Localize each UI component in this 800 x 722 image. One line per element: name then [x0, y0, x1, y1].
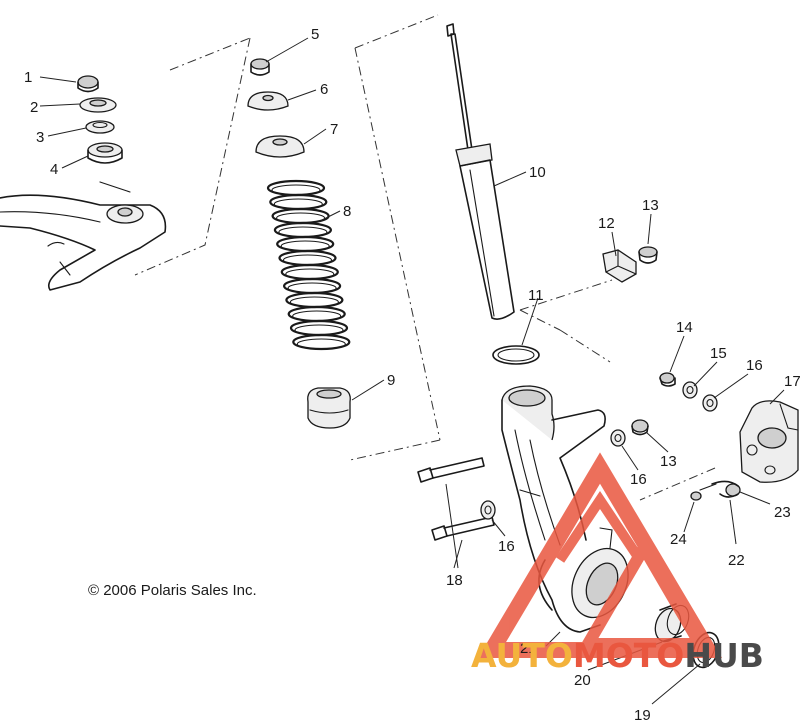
- part-17-brake-caliper: [739, 400, 799, 483]
- watermark-hub: HUB: [684, 636, 764, 675]
- callout-1: 1: [24, 69, 32, 86]
- callout-12: 12: [598, 215, 615, 232]
- spring-coil-inner: [283, 254, 332, 266]
- part-9-bump-stop: [307, 387, 351, 429]
- spring-coil-inner: [287, 282, 337, 294]
- part-16-washer-right: [702, 394, 718, 412]
- callout-9: 9: [387, 372, 395, 389]
- part-11-o-ring: [492, 345, 540, 365]
- callout-24: 24: [670, 531, 687, 548]
- part-13-nut-lower: [631, 419, 649, 436]
- part-12-clip: [602, 249, 637, 283]
- spring-coil-inner: [271, 184, 321, 196]
- callout-19: 19: [634, 707, 651, 722]
- callout-6: 6: [320, 81, 328, 98]
- callout-16-mid: 16: [630, 471, 647, 488]
- callout-7: 7: [330, 121, 338, 138]
- part-8-coil-spring: [266, 179, 351, 351]
- watermark-moto: MOTO: [572, 636, 685, 675]
- watermark-triangle-logo: [477, 452, 723, 658]
- part-5-nut: [250, 58, 270, 76]
- assembly-outlines: [134, 14, 716, 501]
- part-10-shock-absorber: [446, 23, 515, 320]
- part-18-bolts: [417, 457, 495, 541]
- callout-17: 17: [784, 373, 800, 390]
- callout-21: 21: [520, 640, 537, 657]
- callout-2: 2: [30, 99, 38, 116]
- part-2-washer: [79, 97, 117, 113]
- callout-15: 15: [710, 345, 727, 362]
- callout-11: 11: [528, 287, 544, 304]
- callout-14: 14: [676, 319, 693, 336]
- callout-10: 10: [529, 164, 546, 181]
- spring-coil-inner: [289, 296, 339, 308]
- part-22-bracket: [711, 480, 739, 498]
- spring-coil-inner: [296, 338, 346, 350]
- spring-coil-inner: [294, 324, 344, 336]
- spring-coil-inner: [292, 310, 342, 322]
- part-15-washer: [682, 381, 698, 399]
- spring-coil-inner: [280, 240, 330, 252]
- part-13-nut-upper: [638, 246, 658, 264]
- part-1-nut: [77, 75, 99, 93]
- spring-coil-inner: [278, 226, 328, 238]
- callout-3: 3: [36, 129, 44, 146]
- part-16-washer-left: [480, 500, 496, 520]
- callout-23: 23: [774, 504, 791, 521]
- callout-8: 8: [343, 203, 351, 220]
- part-4-bushing: [87, 142, 123, 164]
- callout-16-left: 16: [498, 538, 515, 555]
- spring-coil-inner: [285, 268, 335, 280]
- part-7-spring-seat: [255, 135, 305, 158]
- part-24-screw: [690, 483, 717, 501]
- watermark-auto: AUTO: [471, 636, 573, 675]
- callout-18: 18: [446, 572, 463, 589]
- watermark-brand-text: AUTOMOTOHUB: [471, 636, 764, 675]
- spring-coil-inner: [276, 212, 326, 224]
- frame-bracket: [0, 181, 167, 291]
- callout-22: 22: [728, 552, 745, 569]
- copyright-notice: © 2006 Polaris Sales Inc.: [88, 582, 257, 599]
- part-16-washer-mid: [610, 429, 626, 447]
- callout-4: 4: [50, 161, 58, 178]
- callout-5: 5: [311, 26, 319, 43]
- callout-13-lower: 13: [660, 453, 677, 470]
- spring-coil-inner: [273, 198, 323, 210]
- part-3-bushing: [85, 120, 115, 134]
- callout-20: 20: [574, 672, 591, 689]
- callout-16-right: 16: [746, 357, 763, 374]
- callout-numbers: 1 2 3 4 5 6 7 8 9 10 11 12 13 14 15 16 1…: [24, 26, 800, 722]
- part-6-cap: [247, 91, 289, 111]
- leader-lines: [39, 37, 785, 705]
- part-14-bolt: [659, 372, 676, 387]
- callout-13-upper: 13: [642, 197, 659, 214]
